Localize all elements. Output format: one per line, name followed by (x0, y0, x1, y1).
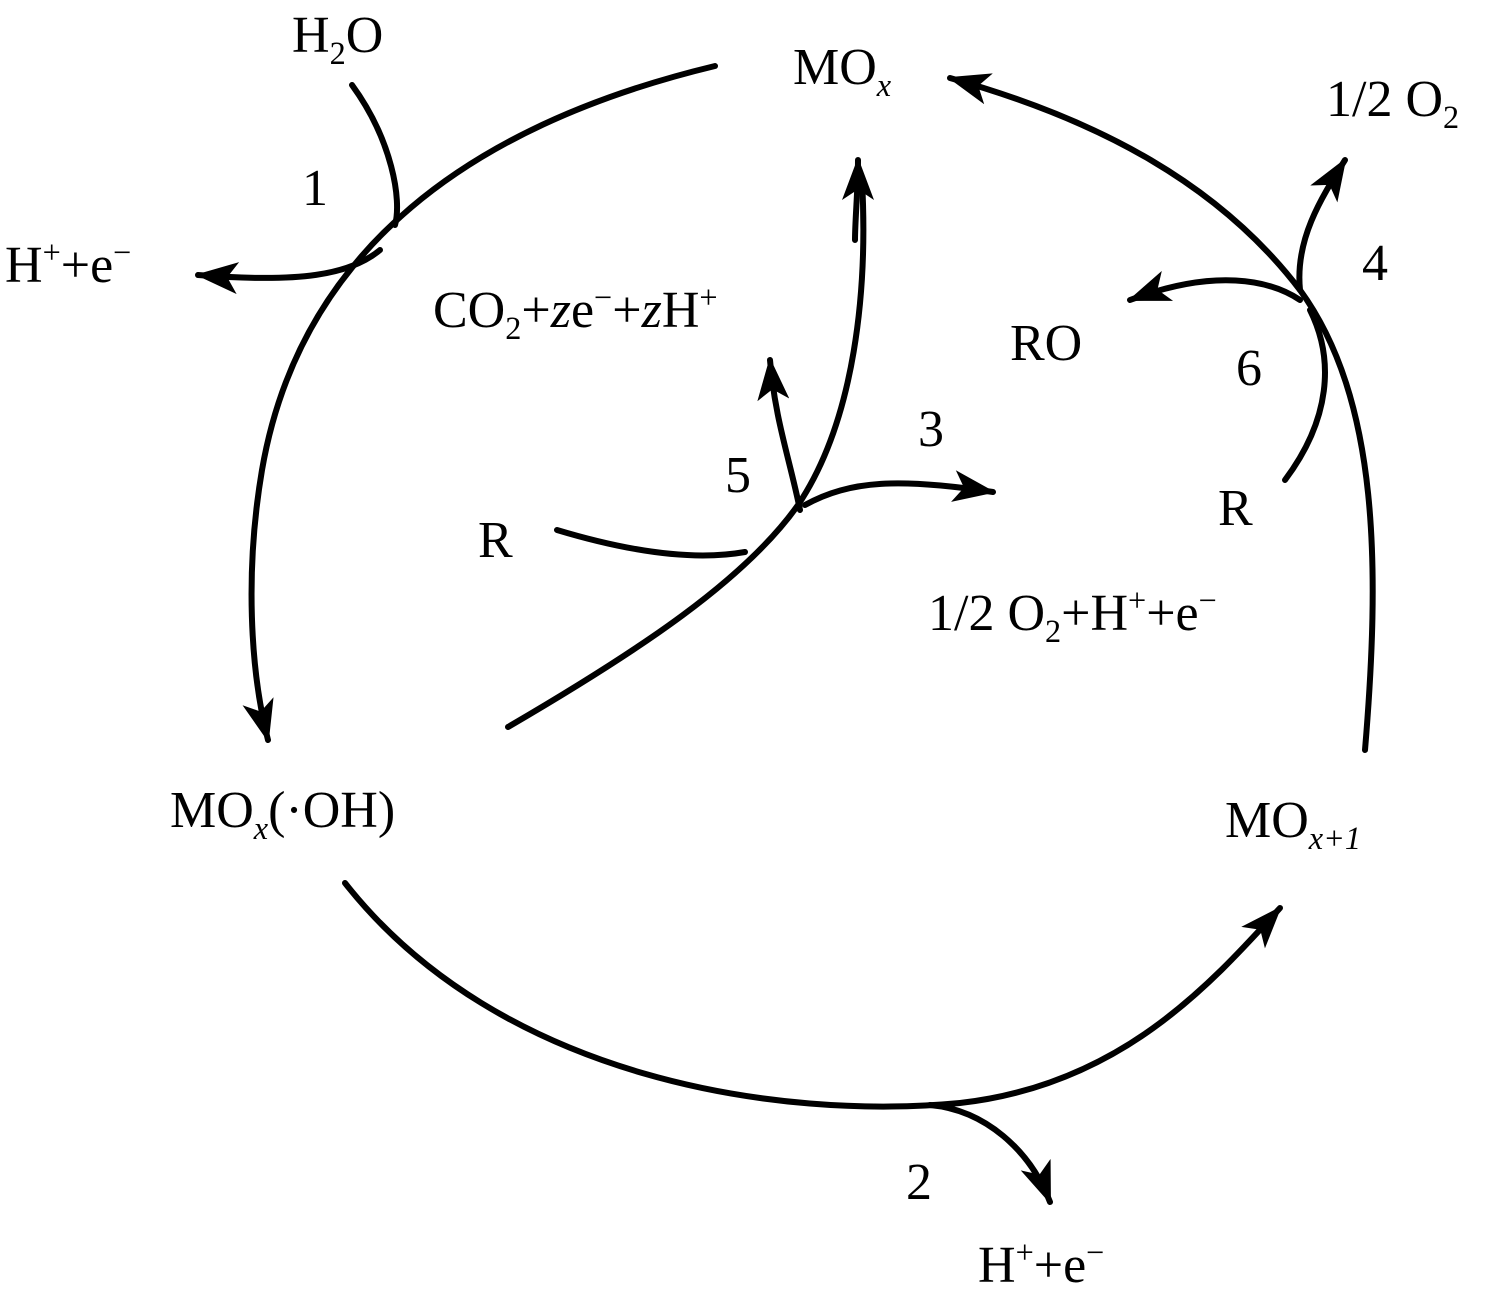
step1-h2o-branch (349, 82, 400, 228)
center-up-arrow (841, 157, 874, 243)
step6-r-branch (1282, 307, 1328, 483)
label-mox: MOx (793, 39, 892, 104)
step4-branch (1296, 157, 1348, 293)
label-r-right: R (1218, 480, 1253, 537)
label-h2o: H2O (292, 7, 384, 72)
center-r-branch (554, 527, 748, 559)
label-co2-products: CO2+ze−+zH+ (433, 279, 718, 347)
label-half-o2: 1/2 O2 (1326, 71, 1460, 136)
label-o2-h-e-products: 1/2 O2+H++e− (928, 582, 1217, 650)
arc-moxoh-to-moxp1 (342, 880, 1283, 1110)
label-r-center: R (478, 512, 513, 569)
label-mox-plus-1: MOx+1 (1225, 792, 1361, 857)
step-1-label: 1 (302, 160, 328, 217)
step2-branch (927, 1102, 1053, 1205)
step-4-label: 4 (1362, 235, 1388, 292)
step3-branch (802, 470, 996, 508)
arc-mox-to-moxoh (242, 63, 718, 743)
step-3-label: 3 (918, 401, 944, 458)
label-h-e-step1: H++e− (5, 234, 132, 294)
step-5-label: 5 (725, 447, 751, 504)
label-mox-oh: MOx(·OH) (170, 782, 396, 847)
step6-ro-branch (1127, 270, 1303, 303)
arc-moxp1-to-mox (947, 73, 1376, 753)
step1-h-e-branch (195, 247, 383, 295)
label-h-e-step2: H++e− (978, 1234, 1105, 1294)
center-trunk (505, 177, 867, 730)
step-6-label: 6 (1236, 340, 1262, 397)
step5-branch (757, 357, 803, 513)
step-2-label: 2 (906, 1154, 932, 1211)
label-ro: RO (1010, 315, 1083, 372)
